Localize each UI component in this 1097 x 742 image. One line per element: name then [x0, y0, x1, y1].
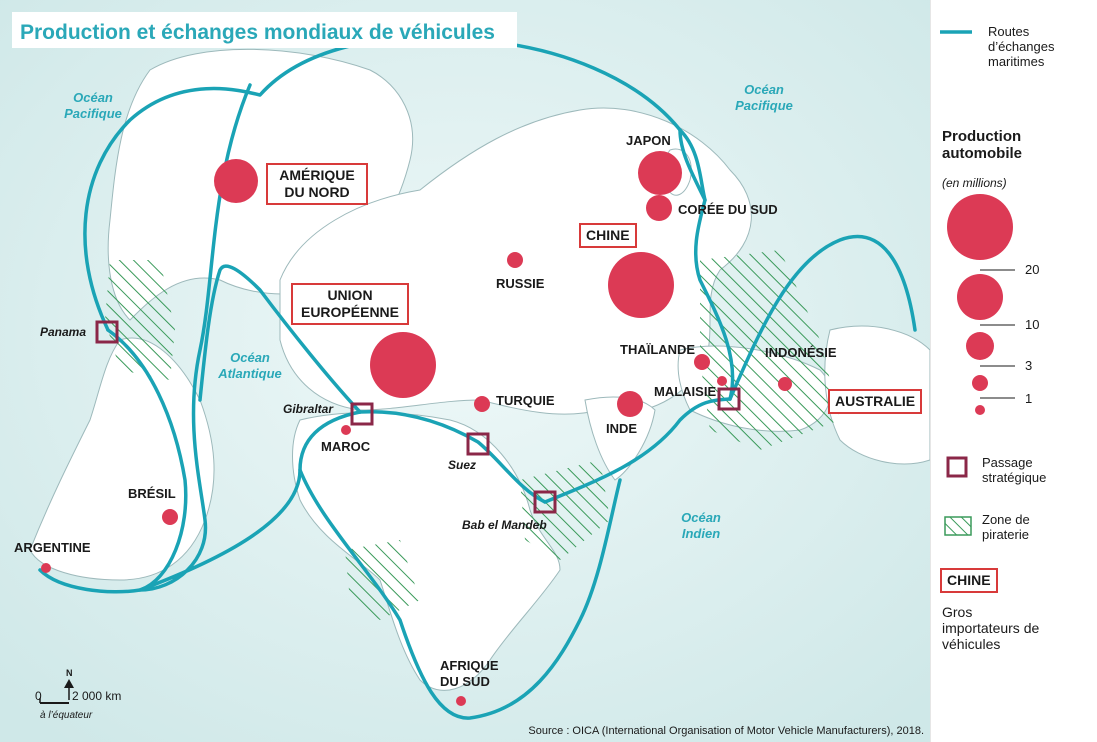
label-inde: INDE [606, 421, 638, 436]
passage-bab [533, 490, 557, 514]
circle-north-america [214, 159, 258, 203]
circle-coree [646, 195, 672, 221]
passage-gibraltar [350, 402, 374, 426]
scale-note: à l’équateur [40, 710, 93, 721]
legend-circle-1 [972, 375, 988, 391]
ocean-label-pacific-west: Océan Pacifique [64, 90, 122, 121]
production-circles [41, 151, 792, 706]
route-indian [543, 397, 732, 504]
label-russie: RUSSIE [496, 276, 545, 291]
circle-chine [608, 252, 674, 318]
north-label: N [66, 668, 73, 678]
legend-piracy-swatch [944, 516, 972, 536]
north-arrow-icon [64, 679, 74, 688]
label-coree: CORÉE DU SUD [678, 202, 778, 217]
ocean-label-pacific-east: Océan Pacifique [735, 82, 793, 113]
source-credit: Source : OICA (International Organisatio… [528, 725, 924, 737]
importer-label-china: CHINE [579, 223, 637, 248]
label-turquie: TURQUIE [496, 393, 555, 408]
label-bresil: BRÉSIL [128, 486, 176, 501]
passage-label-suez: Suez [448, 458, 477, 472]
scale-bar: N 0 2 000 km à l’équateur [35, 668, 121, 721]
strategic-passages [95, 320, 741, 514]
route-med-suez [358, 410, 547, 504]
importer-text-north-america: AMÉRIQUE DU NORD [279, 167, 355, 200]
circle-eu [370, 332, 436, 398]
ocean-label-atlantic: Océan Atlantique [218, 350, 282, 381]
legend-size-20: 20 [1025, 262, 1040, 277]
circle-malaisie [717, 376, 727, 386]
legend-circle-20 [947, 194, 1013, 260]
importer-text-eu: UNION EUROPÉENNE [300, 287, 400, 320]
circle-inde [617, 391, 643, 417]
map-title: Production et échanges mondiaux de véhic… [20, 21, 495, 44]
route-north-pacific [83, 35, 707, 332]
label-argentine: ARGENTINE [14, 540, 91, 555]
legend-production-unit: (en millions) [942, 176, 1007, 190]
importer-label-eu: UNION EUROPÉENNE [291, 283, 409, 325]
title-background [12, 12, 517, 48]
legend-panel: Routes d’échanges maritimes Production a… [930, 0, 1097, 742]
legend-passage-label: Passage stratégique [982, 455, 1047, 485]
scale-distance: 2 000 km [72, 689, 121, 703]
legend-size-10: 10 [1025, 317, 1040, 332]
legend-circle-small [975, 405, 985, 415]
legend-circle-3 [966, 332, 994, 360]
piracy-zone-west-africa [345, 540, 420, 620]
label-afrique-sud-text: AFRIQUE DU SUD [440, 658, 499, 689]
circle-turquie [474, 396, 490, 412]
map-canvas: Production et échanges mondiaux de véhic… [0, 0, 930, 742]
passage-suez [466, 432, 490, 456]
label-japon: JAPON [626, 133, 671, 148]
importer-label-north-america: AMÉRIQUE DU NORD [266, 163, 368, 205]
circle-indonesie [778, 377, 792, 391]
land-africa [292, 412, 561, 691]
legend-routes-label: Routes d’échanges maritimes [988, 24, 1055, 69]
label-thailande: THAÏLANDE [620, 342, 696, 357]
circle-thailande [694, 354, 710, 370]
passage-label-bab: Bab el Mandeb [462, 518, 547, 532]
legend-size-3: 3 [1025, 358, 1033, 373]
legend-importer-desc: Gros importateurs de véhicules [942, 604, 1040, 652]
circle-russie [507, 252, 523, 268]
legend-size-1: 1 [1025, 391, 1033, 406]
route-americas-loop [38, 328, 188, 594]
legend-importer-example: CHINE [940, 568, 998, 593]
passage-label-gibraltar: Gibraltar [283, 402, 334, 416]
circle-japon [638, 151, 682, 195]
label-maroc: MAROC [321, 439, 371, 454]
passage-malaisie [717, 387, 741, 411]
piracy-zone-caribbean [105, 260, 175, 380]
piracy-zone-southeast-asia [700, 250, 840, 450]
legend-graphics [930, 0, 1015, 742]
passage-panama [95, 320, 119, 344]
label-afrique-sud: AFRIQUE DU SUD [440, 658, 520, 690]
piracy-zones [105, 250, 840, 620]
label-indonesie: INDONÉSIE [765, 345, 837, 360]
circle-argentine [41, 563, 51, 573]
circle-bresil [162, 509, 178, 525]
maritime-routes [38, 35, 917, 720]
scale-zero: 0 [35, 689, 42, 703]
circle-maroc [341, 425, 351, 435]
passage-label-panama: Panama [40, 325, 87, 339]
legend-piracy-label: Zone de piraterie [982, 512, 1030, 542]
legend-production-title: Production automobile [942, 128, 1023, 162]
route-africa-cape [298, 468, 622, 720]
route-europe-atlantic [198, 264, 362, 414]
ocean-label-indian: Océan Indien [681, 510, 721, 541]
route-east-asia [678, 128, 735, 401]
legend-circle-10 [957, 274, 1003, 320]
label-malaisie: MALAISIE [654, 384, 717, 399]
circle-afrique-sud [456, 696, 466, 706]
legend-passage-swatch [946, 456, 968, 478]
importer-label-australia: AUSTRALIE [828, 389, 923, 414]
route-australia [728, 234, 917, 401]
